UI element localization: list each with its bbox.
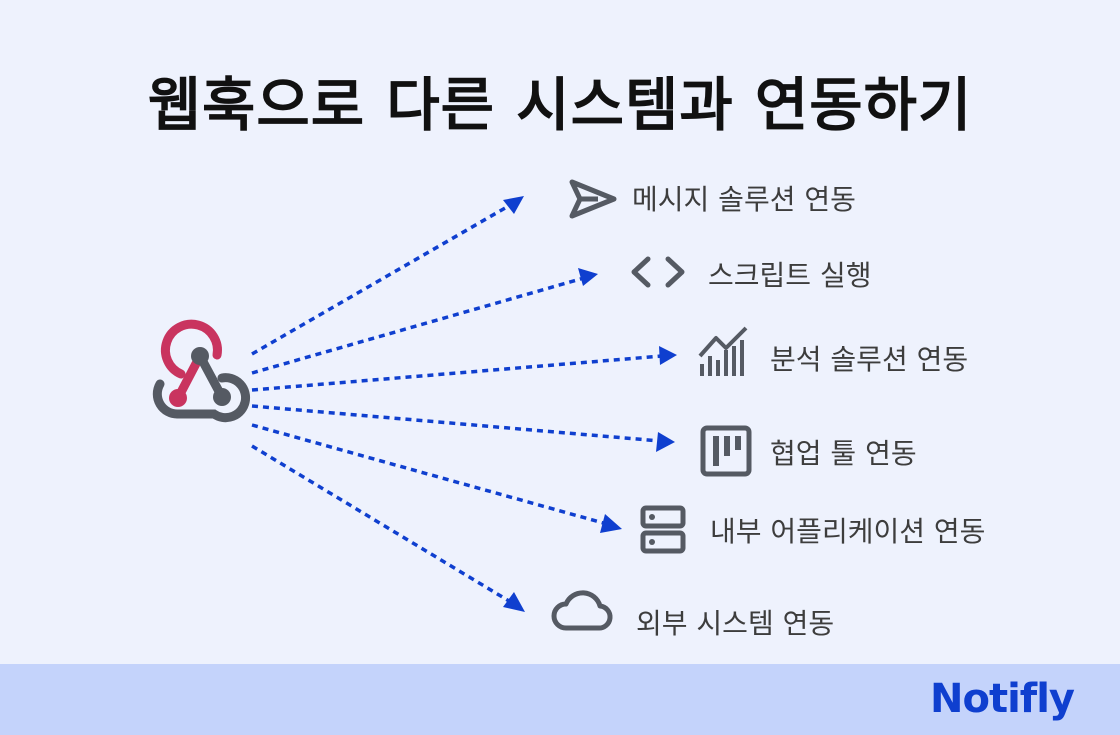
analytics-icon [698, 326, 748, 376]
arrow-cloud [251, 444, 525, 612]
arrow-analytics [251, 346, 677, 392]
board-icon [700, 425, 752, 477]
target-label-analytics: 분석 솔루션 연동 [770, 343, 969, 376]
arrow-server [251, 423, 622, 533]
brand-logo: Notifly [930, 676, 1075, 722]
server-icon [640, 505, 686, 554]
send-icon [569, 179, 617, 219]
target-label-external: 외부 시스템 연동 [636, 607, 835, 640]
arrow-code [251, 268, 598, 375]
cloud-icon [551, 590, 613, 631]
target-label-script: 스크립트 실행 [708, 259, 872, 292]
code-icon [631, 256, 685, 288]
target-label-collab: 협업 툴 연동 [770, 437, 917, 470]
target-label-message: 메시지 솔루션 연동 [632, 183, 856, 216]
arrow-send [251, 196, 524, 356]
arrow-board [251, 404, 675, 452]
page-title: 웹훅으로 다른 시스템과 연동하기 [147, 71, 973, 139]
footer-band [0, 664, 1120, 735]
webhook-icon [152, 319, 251, 423]
target-label-internal-app: 내부 어플리케이션 연동 [710, 515, 986, 548]
